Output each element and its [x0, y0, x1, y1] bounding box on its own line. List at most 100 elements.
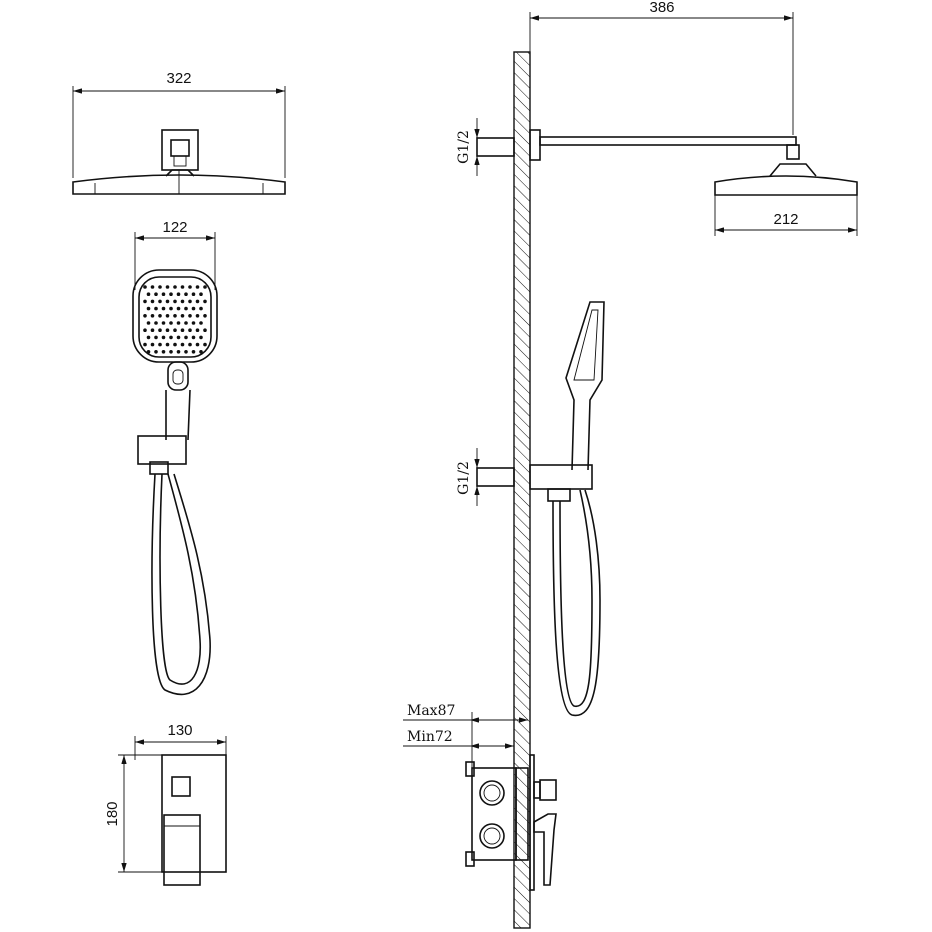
nozzle-dot	[191, 321, 196, 325]
nozzle-dot	[188, 285, 192, 289]
nozzle-dot	[176, 335, 181, 340]
nozzle-dot	[191, 335, 196, 340]
dim-mixer-width: 130	[167, 722, 192, 739]
nozzle-dot	[158, 342, 162, 347]
nozzle-dot	[169, 306, 173, 311]
nozzle-dot	[161, 335, 166, 340]
nozzle-dot	[143, 342, 147, 347]
nozzle-dot	[173, 285, 177, 289]
nozzle-dot	[173, 314, 177, 318]
nozzle-dot	[195, 299, 200, 304]
hand-shower-front-view: 122	[132, 219, 218, 696]
nozzle-dot	[150, 299, 155, 304]
mixer-front-view: 130 180	[104, 722, 227, 886]
nozzle-dot	[191, 292, 196, 297]
nozzle-dot	[158, 328, 162, 333]
nozzle-dot	[176, 306, 181, 311]
overhead-shower-side-view: 386 212 G1/2	[456, 0, 858, 236]
nozzle-dot	[180, 285, 185, 289]
nozzle-dot	[188, 299, 192, 304]
nozzle-dot	[203, 314, 207, 318]
nozzle-dot	[203, 328, 207, 333]
nozzle-dot	[150, 285, 155, 289]
nozzle-dot	[169, 292, 173, 297]
nozzle-dot	[165, 314, 170, 318]
dim-overhead-width: 322	[166, 70, 191, 87]
mixer-side-view: Max87 Min72	[403, 703, 557, 891]
nozzle-dot	[203, 342, 207, 347]
nozzle-dot	[158, 314, 162, 318]
nozzle-dot	[173, 299, 177, 304]
nozzle-dot	[165, 285, 170, 289]
dim-handshower-width: 122	[162, 219, 187, 236]
nozzle-dot	[176, 321, 181, 325]
nozzle-dot	[180, 342, 185, 347]
nozzle-dot	[143, 328, 147, 333]
nozzle-dot	[169, 350, 173, 354]
nozzle-dot	[199, 306, 203, 311]
hand-shower-side-view: G1/2	[456, 301, 605, 717]
nozzle-dot	[143, 299, 147, 304]
nozzle-dot	[188, 314, 192, 318]
nozzle-dot	[146, 335, 151, 340]
nozzle-dot	[154, 350, 158, 354]
nozzle-dot	[180, 328, 185, 333]
nozzle-dot	[169, 321, 173, 325]
nozzle-dot	[143, 285, 147, 289]
nozzle-dot	[176, 350, 181, 354]
label-depth-max: Max87	[407, 703, 455, 719]
nozzle-dot	[161, 350, 166, 354]
nozzle-dot	[165, 342, 170, 347]
label-depth-min: Min72	[407, 729, 453, 745]
label-inlet-top: G1/2	[456, 130, 472, 164]
nozzle-dot	[161, 292, 166, 297]
nozzle-dot	[143, 314, 147, 318]
nozzle-dot	[191, 350, 196, 354]
nozzle-dot	[154, 292, 158, 297]
nozzle-dot	[165, 328, 170, 333]
nozzle-dot	[165, 299, 170, 304]
nozzle-dot	[161, 321, 166, 325]
nozzle-dot	[158, 285, 162, 289]
nozzle-dot	[154, 321, 158, 325]
nozzle-dot	[203, 299, 207, 304]
nozzle-dot	[180, 314, 185, 318]
nozzle-dot	[161, 306, 166, 311]
nozzle-dot	[188, 342, 192, 347]
nozzle-dot	[154, 335, 158, 340]
dim-arm-length: 386	[649, 0, 674, 16]
nozzle-dot	[154, 306, 158, 311]
wall-section	[513, 51, 531, 929]
nozzle-dot	[146, 350, 151, 354]
nozzle-dot	[184, 306, 188, 311]
nozzle-dot	[146, 292, 151, 297]
nozzle-dot	[195, 314, 200, 318]
nozzle-dot	[184, 335, 188, 340]
nozzle-dot	[173, 328, 177, 333]
nozzle-dot	[146, 321, 151, 325]
nozzle-dot	[199, 350, 203, 354]
nozzle-dot	[195, 342, 200, 347]
nozzle-dot	[199, 321, 203, 325]
nozzle-dot	[203, 285, 207, 289]
nozzle-dot	[173, 342, 177, 347]
label-inlet-bottom: G1/2	[456, 461, 472, 495]
nozzle-dot	[184, 321, 188, 325]
nozzle-dot	[150, 342, 155, 347]
nozzle-dot	[184, 350, 188, 354]
nozzle-dot	[191, 306, 196, 311]
overhead-shower-front-view: 322	[72, 70, 286, 195]
dim-mixer-height: 180	[104, 801, 121, 826]
nozzle-dot	[150, 328, 155, 333]
nozzle-dot	[195, 285, 200, 289]
nozzle-dot	[150, 314, 155, 318]
dim-head-side-width: 212	[773, 211, 798, 228]
nozzle-dot	[146, 306, 151, 311]
nozzle-dot	[184, 292, 188, 297]
nozzle-dot	[176, 292, 181, 297]
nozzle-dot	[195, 328, 200, 333]
nozzle-dot	[169, 335, 173, 340]
nozzle-dot	[188, 328, 192, 333]
nozzle-dot	[199, 292, 203, 297]
